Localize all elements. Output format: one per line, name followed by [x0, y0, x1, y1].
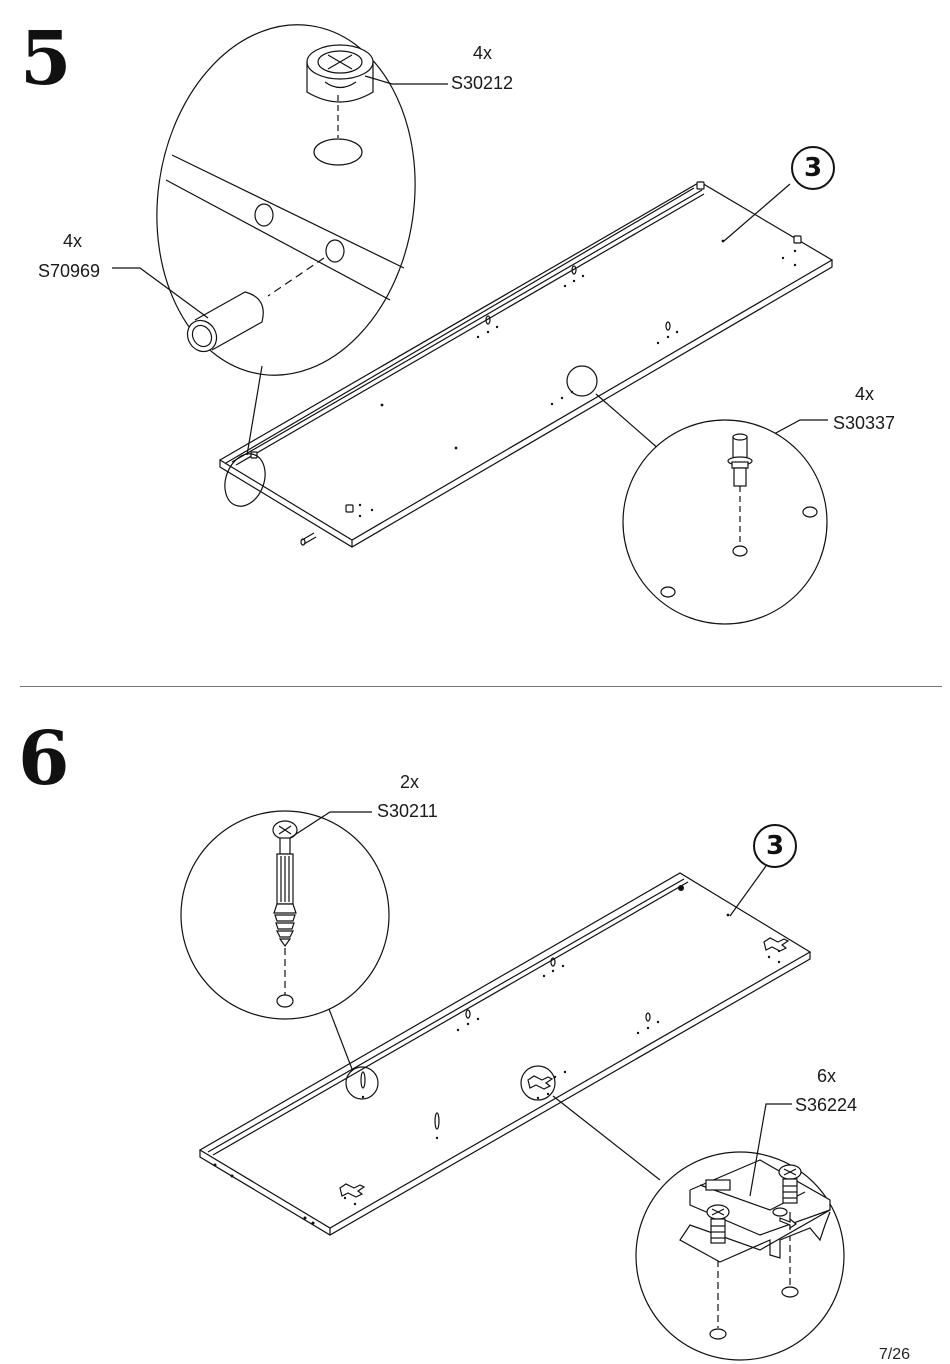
wooden-dowel-s70969: [186, 291, 264, 353]
step-5-illustration: [112, 24, 834, 625]
zoom-detail-connector-screw: [180, 810, 390, 1070]
part-s30211-code: S30211: [377, 801, 438, 821]
mounting-plate-s36224: [679, 1159, 831, 1263]
cam-lock-s30212: [306, 44, 374, 103]
connector-screw-s30211: [272, 820, 298, 948]
zoom-detail-hinge-plate: [552, 1095, 845, 1361]
panel-ref-badge: 3: [791, 146, 835, 190]
part-s70969-code: S70969: [38, 261, 101, 281]
hinge-plate-mini: [339, 937, 790, 1198]
shelf-pin-s30337: [727, 433, 753, 487]
dowel-small: [300, 532, 317, 546]
part-s70969-qty: 4x: [63, 231, 83, 251]
part-s30212-qty: 4x: [473, 43, 493, 63]
panel-board: [218, 181, 834, 548]
page-number: 7/26: [878, 1346, 910, 1363]
panel-board: [198, 872, 812, 1236]
part-s36224-code: S36224: [795, 1095, 858, 1115]
zoom-detail-shelf-pin: [595, 393, 828, 625]
panel-ref-badge: 3: [753, 824, 797, 868]
plate-screw-1: [706, 1204, 730, 1244]
section-divider: [20, 686, 942, 687]
part-s30212-code: S30212: [451, 73, 514, 93]
step-5-number: 5: [20, 16, 72, 102]
zoom-detail-cam-dowel: [156, 24, 416, 376]
part-s30337-code: S30337: [833, 413, 896, 433]
part-s36224-qty: 6x: [817, 1066, 837, 1086]
part-s30337-qty: 4x: [855, 384, 875, 404]
part-s30211-qty: 2x: [400, 772, 420, 792]
step-6-number: 6: [18, 716, 70, 802]
plate-screw-2: [778, 1164, 802, 1204]
